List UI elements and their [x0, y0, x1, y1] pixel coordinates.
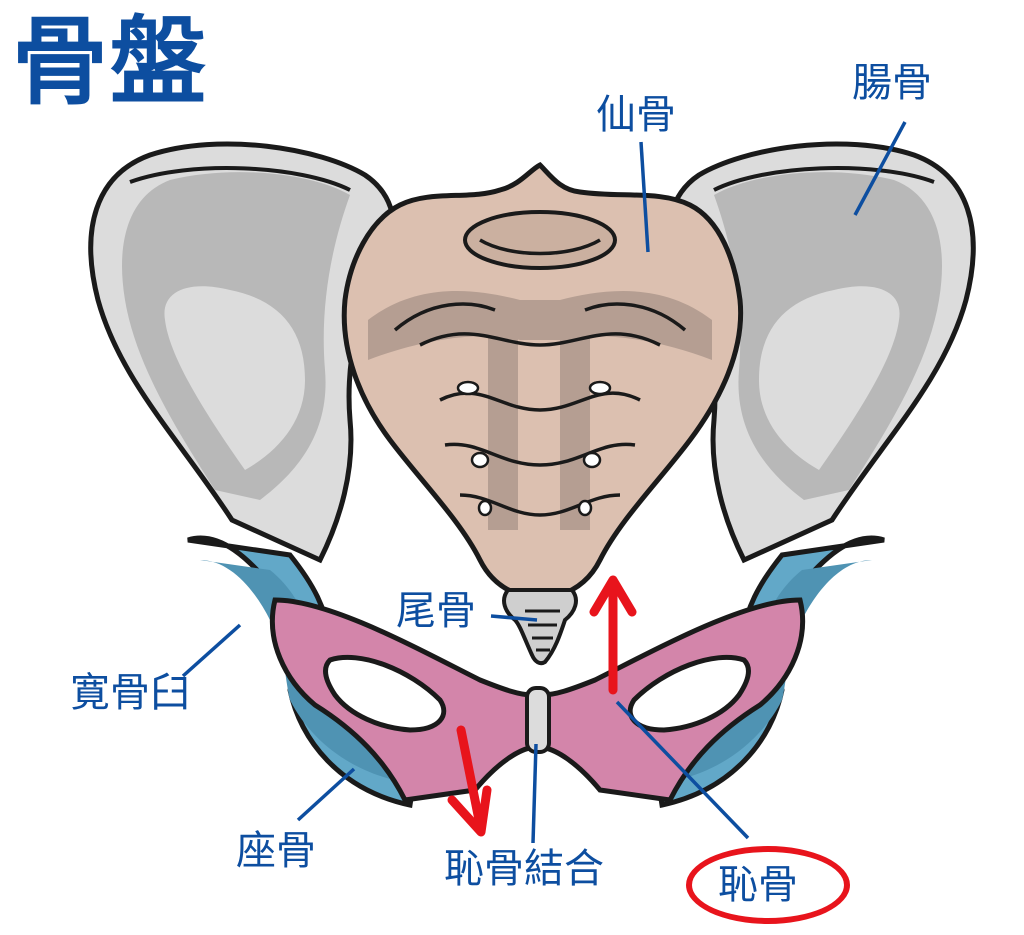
leader-line-pubis	[615, 700, 750, 840]
label-sacrum: 仙骨	[596, 92, 676, 138]
pubic-symphysis	[525, 686, 551, 754]
leader-line-sacrum	[639, 141, 650, 253]
leader-line-ischium	[296, 767, 356, 822]
leader-lines	[181, 121, 907, 844]
left-ilium	[88, 141, 396, 564]
label-pubic-symphysis: 恥骨結合	[444, 846, 604, 892]
leader-line-ilium	[853, 121, 907, 216]
up-arrow-icon	[589, 575, 637, 695]
highlight-ring	[686, 846, 850, 924]
label-pubis: 恥骨	[718, 862, 798, 908]
leader-line-acetabulum	[181, 623, 242, 678]
label-acetabulum: 寛骨臼	[70, 670, 190, 716]
leader-line-symphysis	[531, 743, 538, 844]
page-title: 骨盤	[12, 6, 208, 118]
right-ilium	[668, 141, 976, 564]
down-arrow-icon	[447, 725, 492, 837]
label-coccyx: 尾骨	[396, 588, 476, 634]
label-ilium: 腸骨	[852, 60, 932, 106]
leader-line-coccyx	[490, 614, 538, 622]
label-ischium: 座骨	[236, 828, 316, 874]
coccyx	[502, 588, 578, 666]
sacrum	[341, 161, 744, 598]
